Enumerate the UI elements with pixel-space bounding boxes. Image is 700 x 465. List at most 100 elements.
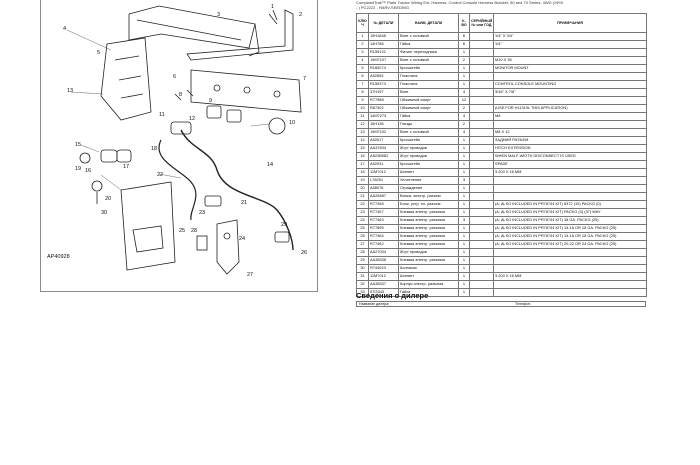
cell-quantity: 4: [458, 128, 470, 137]
cell-part-name: Клемма электр. разъема: [398, 240, 459, 249]
cell-quantity: 1: [458, 152, 470, 161]
cell-notes: [493, 248, 647, 257]
header-key: КЛЮ Ч: [356, 13, 369, 33]
cell-quantity: 1: [458, 256, 470, 265]
cell-notes: [493, 48, 647, 57]
callout-24: 24: [239, 236, 245, 242]
cell-key: 26: [356, 232, 369, 241]
cell-notes: M10 X 35: [493, 56, 647, 65]
callout-17: 17: [123, 164, 129, 170]
cell-part-name: Шплинт: [398, 168, 459, 177]
cell-key: 10: [356, 104, 369, 113]
cell-serial: [469, 40, 494, 49]
callout-11: 11: [159, 112, 165, 118]
callout-29: 29: [281, 222, 287, 228]
cell-part-name: Жгут проводов: [398, 152, 459, 161]
cell-key: 8: [356, 88, 369, 97]
cell-serial: [469, 272, 494, 281]
cell-quantity: 4: [458, 88, 470, 97]
cell-key: 5: [356, 64, 369, 73]
callout-7: 7: [303, 76, 306, 82]
cell-quantity: 4: [458, 112, 470, 121]
cell-notes: SPADE: [493, 160, 647, 169]
callout-27: 27: [247, 272, 253, 278]
cell-key: 3: [356, 48, 369, 57]
cell-part-number: AA27034: [368, 248, 399, 257]
cell-part-name: Колпачок: [398, 264, 459, 273]
cell-part-number: A52853: [368, 72, 399, 81]
callout-13: 13: [67, 88, 73, 94]
dealer-name-label: Название дилера:: [359, 302, 390, 306]
cell-notes: [493, 256, 647, 265]
cell-key: 23: [356, 208, 369, 217]
callout-23: 23: [199, 210, 205, 216]
bracket-rear: [120, 181, 176, 271]
cell-part-name: Винт: [398, 88, 459, 97]
cell-notes: [493, 72, 647, 81]
cell-quantity: 1: [458, 200, 470, 209]
cell-part-number: AA38337: [368, 280, 399, 289]
header-part-number: № ДЕТАЛИ: [368, 13, 399, 33]
cell-quantity: 3: [458, 176, 470, 185]
cell-part-name: Пластина: [398, 72, 459, 81]
cell-serial: [469, 56, 494, 65]
cell-serial: [469, 184, 494, 193]
cell-part-number: A52931: [368, 160, 399, 169]
cell-key: 25: [356, 224, 369, 233]
cell-notes: (A: ALSO INCLUDED IN PR78744 KIT) 20-22 …: [493, 240, 647, 249]
cell-part-number: A58076: [368, 184, 399, 193]
dealer-phone-label: Телефон:: [515, 302, 531, 306]
cell-key: 15: [356, 144, 369, 153]
cell-serial: [469, 104, 494, 113]
cell-part-name: Гайка: [398, 112, 459, 121]
cell-quantity: 1: [458, 280, 470, 289]
cell-serial: [469, 88, 494, 97]
cell-part-name: Клемма электр. разъема: [398, 208, 459, 217]
callout-4: 4: [63, 26, 66, 32]
cell-key: 12: [356, 120, 369, 129]
cell-notes: HITCH EXTENSION: [493, 144, 647, 153]
cell-quantity: 2: [458, 56, 470, 65]
cell-part-number: 15H136: [368, 120, 399, 129]
cell-part-name: Винт с головкой: [398, 32, 459, 41]
cell-part-name: Обжимной хомут: [398, 96, 459, 105]
cell-serial: [469, 288, 494, 297]
cell-key: 11: [356, 112, 369, 121]
cell-quantity: 1: [458, 160, 470, 169]
callout-25: 25: [179, 228, 185, 234]
cell-serial: [469, 152, 494, 161]
cell-key: 28: [356, 248, 369, 257]
cell-serial: [469, 112, 494, 121]
cell-part-number: AN280062: [368, 152, 399, 161]
cell-serial: [469, 264, 494, 273]
cell-part-name: Кронштейн: [398, 160, 459, 169]
cell-part-number: 14H786: [368, 40, 399, 49]
cell-part-name: Кронштейн: [398, 64, 459, 73]
cell-key: 1: [356, 32, 369, 41]
cell-quantity: 6: [458, 32, 470, 41]
cell-quantity: 1: [458, 240, 470, 249]
cell-part-name: Шплинт: [398, 272, 459, 281]
cell-notes: 1/4" X 3/4": [493, 32, 647, 41]
cell-quantity: 1: [458, 136, 470, 145]
cell-part-number: R77988: [368, 96, 399, 105]
cell-quantity: 12: [458, 96, 470, 105]
dealer-info-row: Название дилера: Телефон:: [356, 301, 646, 307]
cell-quantity: 1: [458, 192, 470, 201]
cell-part-name: Клемма электр. разъема: [398, 256, 459, 265]
cell-part-number: AA28487: [368, 192, 399, 201]
cell-notes: MONITOR MOUNT: [493, 64, 647, 73]
